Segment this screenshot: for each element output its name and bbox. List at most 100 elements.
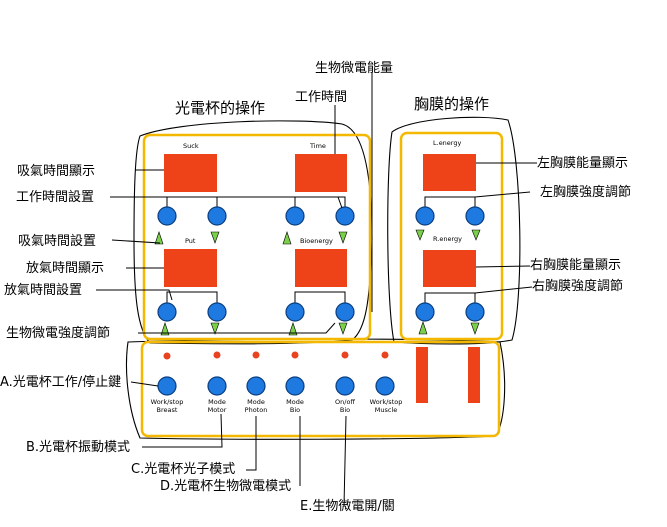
down-arrow-icon [338,322,348,335]
time-button-bracket [294,196,346,209]
indicator-light-6 [381,351,389,359]
right-chest-button-bracket [424,292,476,304]
up-arrow-icon [154,231,164,245]
chest-panel [399,131,504,341]
bio-mode-callout: D.光電杯生物微電模式 [160,479,291,494]
onoff-bio-label: On/off [335,398,355,406]
mode-bio-button[interactable] [285,376,305,396]
cup-panel [142,133,372,341]
indicator-light-2 [213,351,221,359]
put-time-display-callout: 放氣時間顯示 [26,261,104,276]
right-chest-up-button[interactable] [465,302,485,335]
mode-photon-label: Mode [247,398,265,406]
workstop-muscle-label-2: Muscle [375,406,398,414]
put-button-bracket [166,291,218,304]
l-energy-label: L.energy [433,139,461,147]
time-label: Time [309,142,326,150]
bio-down-button[interactable] [335,302,355,335]
suck-label: Suck [183,142,199,150]
time-up-button[interactable] [282,206,305,245]
photon-mode-callout: C.光電杯光子模式 [131,462,235,477]
bioenergy-label: Bioenergy [300,237,333,245]
indicator-light-4 [291,351,299,359]
bio-strength-callout: 生物微電強度調節 [6,325,110,341]
bio-strength-leader [138,322,336,334]
bio-up-button[interactable] [285,302,305,336]
workstop-breast-button[interactable] [157,376,177,396]
put-time-display [164,249,217,287]
mode-bio-label-2: Bio [290,406,300,414]
put-time-setting-callout: 放氣時間設置 [4,282,82,298]
workstop-muscle-label: Work/stop [370,398,403,406]
right-chest-energy-callout: 右胸膜能量顯示 [530,258,621,273]
suck-up-button[interactable] [154,206,177,245]
put-label: Put [185,237,196,245]
put-time-setting-leader [96,289,173,301]
chest-section-title: 胸膜的操作 [414,95,489,113]
right-chest-strength-callout: 右胸膜強度調節 [532,278,623,294]
right-chest-down-button[interactable] [415,302,435,335]
up-arrow-icon [160,322,170,336]
up-arrow-icon [282,231,292,245]
mode-motor-label: Mode [208,398,226,406]
vibration-mode-leader [142,413,223,448]
mode-bio-label: Mode [286,398,304,406]
chest-section-outline [387,116,521,345]
workstop-breast-label-2: Breast [157,406,178,414]
down-arrow-icon [415,229,425,241]
bio-onoff-leader [343,415,347,507]
down-arrow-icon [470,322,480,335]
up-arrow-icon [288,322,298,336]
bio-button-bracket [294,291,346,304]
r-energy-label: R.energy [433,235,462,243]
photon-mode-leader [246,416,257,471]
chest-bar-right [468,347,480,403]
control-panel [140,340,501,438]
indicator-light-3 [252,351,260,359]
up-arrow-icon [418,321,428,335]
mode-photon-button[interactable] [246,376,266,396]
right-chest-energy-leader [475,265,531,268]
suck-time-display [164,154,217,192]
down-arrow-icon [210,322,220,335]
work-stop-key-callout: A.光電杯工作/停止鍵 [0,374,121,390]
work-time-setting-leader [110,196,343,209]
work-time-callout: 工作時間 [295,90,347,105]
mode-motor-button[interactable] [207,376,227,396]
workstop-muscle-button[interactable] [375,376,395,396]
bio-onoff-callout: E.生物微電開/關 [300,499,395,514]
down-arrow-icon [471,229,481,241]
work-stop-key-leader [130,381,159,387]
put-down-button[interactable] [207,302,227,335]
workstop-breast-label: Work/stop [151,398,184,406]
down-arrow-icon [338,231,348,244]
work-time-display [295,154,347,192]
left-chest-strength-callout: 左胸膜強度調節 [540,184,631,200]
left-chest-energy-callout: 左胸膜能量顯示 [537,156,628,171]
vibration-mode-callout: B.光電杯振動模式 [26,440,130,455]
left-chest-down-button[interactable] [415,206,435,241]
onoff-bio-label-2: Bio [340,406,350,414]
left-chest-energy-display [423,154,476,191]
right-chest-energy-display [423,250,476,287]
suck-time-setting-leader [111,239,161,244]
mode-photon-label-2: Photon [245,406,268,414]
suck-time-display-callout: 吸氣時間顯示 [17,164,95,179]
left-chest-strength-leader [474,191,531,198]
indicator-light-5 [341,351,349,359]
onoff-bio-button[interactable] [335,376,355,396]
suck-button-bracket [166,196,218,209]
bioenergy-display [295,249,347,287]
time-down-button[interactable] [335,206,355,244]
left-chest-button-bracket [424,196,476,208]
chest-bar-left [416,347,428,403]
suck-down-button[interactable] [207,206,227,244]
left-chest-up-button[interactable] [465,206,485,241]
mode-motor-label-2: Motor [208,406,227,414]
right-chest-strength-leader [474,286,533,294]
put-up-button[interactable] [157,302,177,336]
down-arrow-icon [210,231,220,244]
work-time-setting-callout: 工作時間設置 [16,189,94,205]
